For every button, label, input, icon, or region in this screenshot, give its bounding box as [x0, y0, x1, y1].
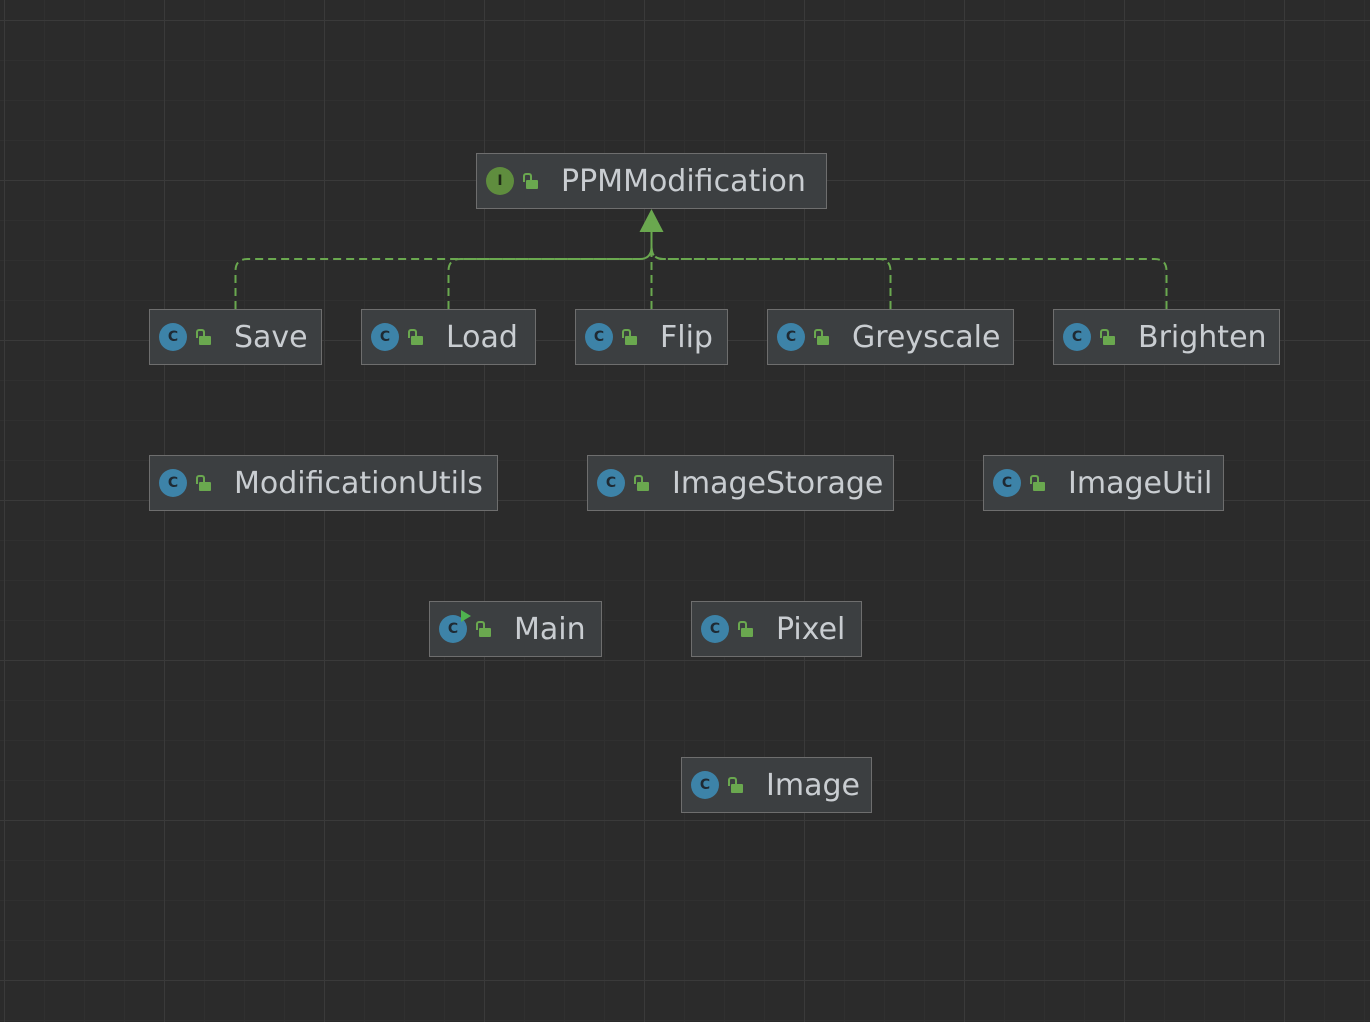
node-label: Brighten: [1138, 319, 1267, 355]
class-icon: C: [159, 469, 187, 497]
unlocked-icon: [523, 173, 539, 189]
unlocked-icon: [622, 329, 638, 345]
node-label: Main: [514, 611, 586, 647]
edge-save-implements-ppmmodification: [234, 231, 653, 309]
class-icon: C: [159, 323, 187, 351]
node-label: Greyscale: [852, 319, 1001, 355]
node-ppmmodification[interactable]: I PPMModification: [476, 153, 827, 209]
class-icon: C: [585, 323, 613, 351]
class-icon: C: [1063, 323, 1091, 351]
node-imageutil[interactable]: C ImageUtil: [983, 455, 1224, 511]
node-save[interactable]: C Save: [149, 309, 322, 365]
interface-icon: I: [486, 167, 514, 195]
edge-load-implements-ppmmodification: [447, 231, 653, 309]
node-main[interactable]: C Main: [429, 601, 602, 657]
edge-greyscale-implements-ppmmodification: [650, 231, 892, 309]
class-icon: C: [777, 323, 805, 351]
node-label: ModificationUtils: [234, 465, 483, 501]
icon-letter: C: [447, 621, 459, 637]
unlocked-icon: [476, 621, 492, 637]
unlocked-icon: [738, 621, 754, 637]
implements-arrowhead: [639, 209, 664, 232]
unlocked-icon: [408, 329, 424, 345]
node-label: Flip: [660, 319, 713, 355]
unlocked-icon: [196, 329, 212, 345]
unlocked-icon: [1100, 329, 1116, 345]
node-imagestorage[interactable]: C ImageStorage: [587, 455, 894, 511]
node-brighten[interactable]: C Brighten: [1053, 309, 1280, 365]
node-flip[interactable]: C Flip: [575, 309, 728, 365]
class-icon: C: [371, 323, 399, 351]
node-load[interactable]: C Load: [361, 309, 536, 365]
node-pixel[interactable]: C Pixel: [691, 601, 862, 657]
node-label: ImageUtil: [1068, 465, 1213, 501]
edge-brighten-implements-ppmmodification: [650, 231, 1168, 309]
node-label: ImageStorage: [672, 465, 884, 501]
class-icon: C: [993, 469, 1021, 497]
unlocked-icon: [634, 475, 650, 491]
run-badge-icon: [461, 610, 471, 622]
runnable-class-icon: C: [439, 610, 471, 643]
node-label: Pixel: [776, 611, 846, 647]
node-label: Save: [234, 319, 308, 355]
node-greyscale[interactable]: C Greyscale: [767, 309, 1014, 365]
node-label: PPMModification: [561, 163, 806, 199]
node-modificationutils[interactable]: C ModificationUtils: [149, 455, 498, 511]
class-icon: C: [701, 615, 729, 643]
node-image[interactable]: C Image: [681, 757, 872, 813]
node-label: Load: [446, 319, 518, 355]
unlocked-icon: [728, 777, 744, 793]
class-icon: C: [597, 469, 625, 497]
node-label: Image: [766, 767, 860, 803]
unlocked-icon: [196, 475, 212, 491]
unlocked-icon: [814, 329, 830, 345]
class-icon: C: [691, 771, 719, 799]
unlocked-icon: [1030, 475, 1046, 491]
